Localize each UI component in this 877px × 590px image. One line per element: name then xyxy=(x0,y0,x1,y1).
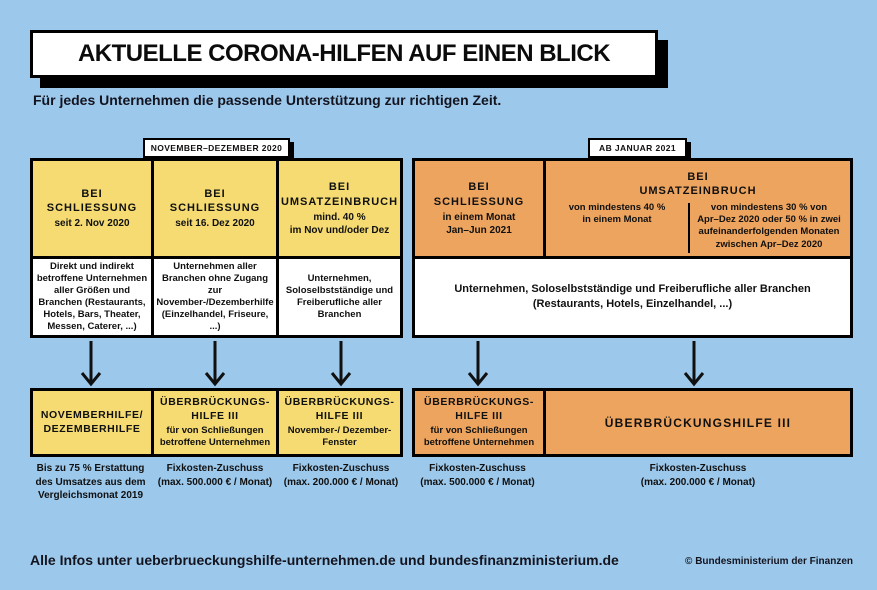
down-arrow-icon xyxy=(467,341,489,387)
title-banner: AKTUELLE CORONA-HILFEN AUF EINEN BLICK xyxy=(30,30,658,78)
condition-table-jan-2021: BEI SCHLIESSUNG in einem Monat Jan–Jun 2… xyxy=(412,158,853,338)
program-card-novemberhilfe-dezemberhilfe: NOVEMBERHILFE/ DEZEMBERHILFE xyxy=(33,391,151,454)
down-arrow-icon xyxy=(683,341,705,387)
down-arrow-icon xyxy=(204,341,226,387)
program-title: ÜBERBRÜCKUNGS- HILFE III xyxy=(284,396,395,423)
footer-info: Alle Infos unter ueberbrueckungshilfe-un… xyxy=(30,552,619,568)
audience-card-soloselbststaendige: Unternehmen, Soloselbstständige und Frei… xyxy=(279,259,400,335)
program-detail: für von Schließungen betroffene Unterneh… xyxy=(159,424,271,448)
program-card-ueberbrueckungshilfe-schliessungen-2021: ÜBERBRÜCKUNGS- HILFE III für von Schließ… xyxy=(415,391,543,454)
program-card-ueberbrueckungshilfe-iii: ÜBERBRÜCKUNGSHILFE III xyxy=(546,391,850,454)
condition-title: BEI UMSATZEINBRUCH xyxy=(639,171,757,198)
audience-card-ohne-zugang: Unternehmen aller Branchen ohne Zugang z… xyxy=(154,259,276,335)
footnote-fixkosten-200k-2021: Fixkosten-Zuschuss (max. 200.000 € / Mon… xyxy=(640,463,756,488)
condition-title: BEI SCHLIESSUNG xyxy=(169,187,261,214)
condition-option-right: von mindestens 30 % von Apr–Dez 2020 ode… xyxy=(697,201,841,250)
vertical-divider xyxy=(688,202,690,253)
audience-card-alle-branchen: Unternehmen, Soloselbstständige und Frei… xyxy=(415,259,850,335)
condition-detail: seit 16. Dez 2020 xyxy=(175,218,255,230)
condition-card-schliessung-2021: BEI SCHLIESSUNG in einem Monat Jan–Jun 2… xyxy=(415,161,543,256)
condition-title: BEI SCHLIESSUNG xyxy=(46,187,138,214)
condition-card-schliessung-nov: BEI SCHLIESSUNG seit 2. Nov 2020 xyxy=(33,161,151,256)
program-title: NOVEMBERHILFE/ DEZEMBERHILFE xyxy=(40,408,144,435)
condition-detail: in einem Monat Jan–Jun 2021 xyxy=(442,211,516,236)
condition-card-umsatzeinbruch-nov-dez: BEI UMSATZEINBRUCH mind. 40 % im Nov und… xyxy=(279,161,400,256)
footnote-fixkosten-500k-2021: Fixkosten-Zuschuss (max. 500.000 € / Mon… xyxy=(420,463,535,488)
program-table-jan-2021: ÜBERBRÜCKUNGS- HILFE III für von Schließ… xyxy=(412,388,853,457)
footer-copyright: © Bundesministerium der Finanzen xyxy=(685,556,853,567)
footnote-fixkosten-200k-2020: Fixkosten-Zuschuss (max. 200.000 € / Mon… xyxy=(283,463,399,488)
program-title: ÜBERBRÜCKUNGSHILFE III xyxy=(604,415,792,430)
condition-card-schliessung-dez: BEI SCHLIESSUNG seit 16. Dez 2020 xyxy=(154,161,276,256)
condition-detail: seit 2. Nov 2020 xyxy=(54,218,130,230)
program-detail: für von Schließungen betroffene Unterneh… xyxy=(423,424,535,448)
program-card-ueberbrueckungshilfe-schliessungen-2020: ÜBERBRÜCKUNGS- HILFE III für von Schließ… xyxy=(154,391,276,454)
program-title: ÜBERBRÜCKUNGS- HILFE III xyxy=(160,396,270,423)
subtitle: Für jedes Unternehmen die passende Unter… xyxy=(33,92,502,108)
period-label-ab-januar-2021: AB JANUAR 2021 xyxy=(588,138,687,158)
page-title: AKTUELLE CORONA-HILFEN AUF EINEN BLICK xyxy=(77,40,611,67)
condition-detail: mind. 40 % im Nov und/oder Dez xyxy=(289,211,390,236)
program-detail: November-/ Dezember- Fenster xyxy=(287,424,392,448)
condition-table-nov-dez: BEI SCHLIESSUNG seit 2. Nov 2020 BEI SCH… xyxy=(30,158,403,338)
footnote-fixkosten-500k-2020: Fixkosten-Zuschuss (max. 500.000 € / Mon… xyxy=(157,463,273,488)
condition-option-left: von mindestens 40 % in einem Monat xyxy=(568,201,666,225)
down-arrow-icon xyxy=(80,341,102,387)
down-arrow-icon xyxy=(330,341,352,387)
condition-card-umsatzeinbruch-2021: BEI UMSATZEINBRUCH von mindestens 40 % i… xyxy=(546,161,850,256)
condition-title: BEI UMSATZEINBRUCH xyxy=(280,181,399,208)
program-card-ueberbrueckungshilfe-nov-dez-fenster: ÜBERBRÜCKUNGS- HILFE III November-/ Deze… xyxy=(279,391,400,454)
program-table-nov-dez: NOVEMBERHILFE/ DEZEMBERHILFE ÜBERBRÜCKUN… xyxy=(30,388,403,457)
program-title: ÜBERBRÜCKUNGS- HILFE III xyxy=(424,396,534,423)
footnote-novemberhilfe: Bis zu 75 % Erstattung des Umsatzes aus … xyxy=(35,463,146,501)
condition-title: BEI SCHLIESSUNG xyxy=(433,181,525,208)
period-label-nov-dez-2020: NOVEMBER–DEZEMBER 2020 xyxy=(143,138,290,158)
condition-split: von mindestens 40 % in einem Monat von m… xyxy=(546,202,850,253)
audience-card-novemberhilfe: Direkt und indirekt betroffene Unternehm… xyxy=(33,259,151,335)
